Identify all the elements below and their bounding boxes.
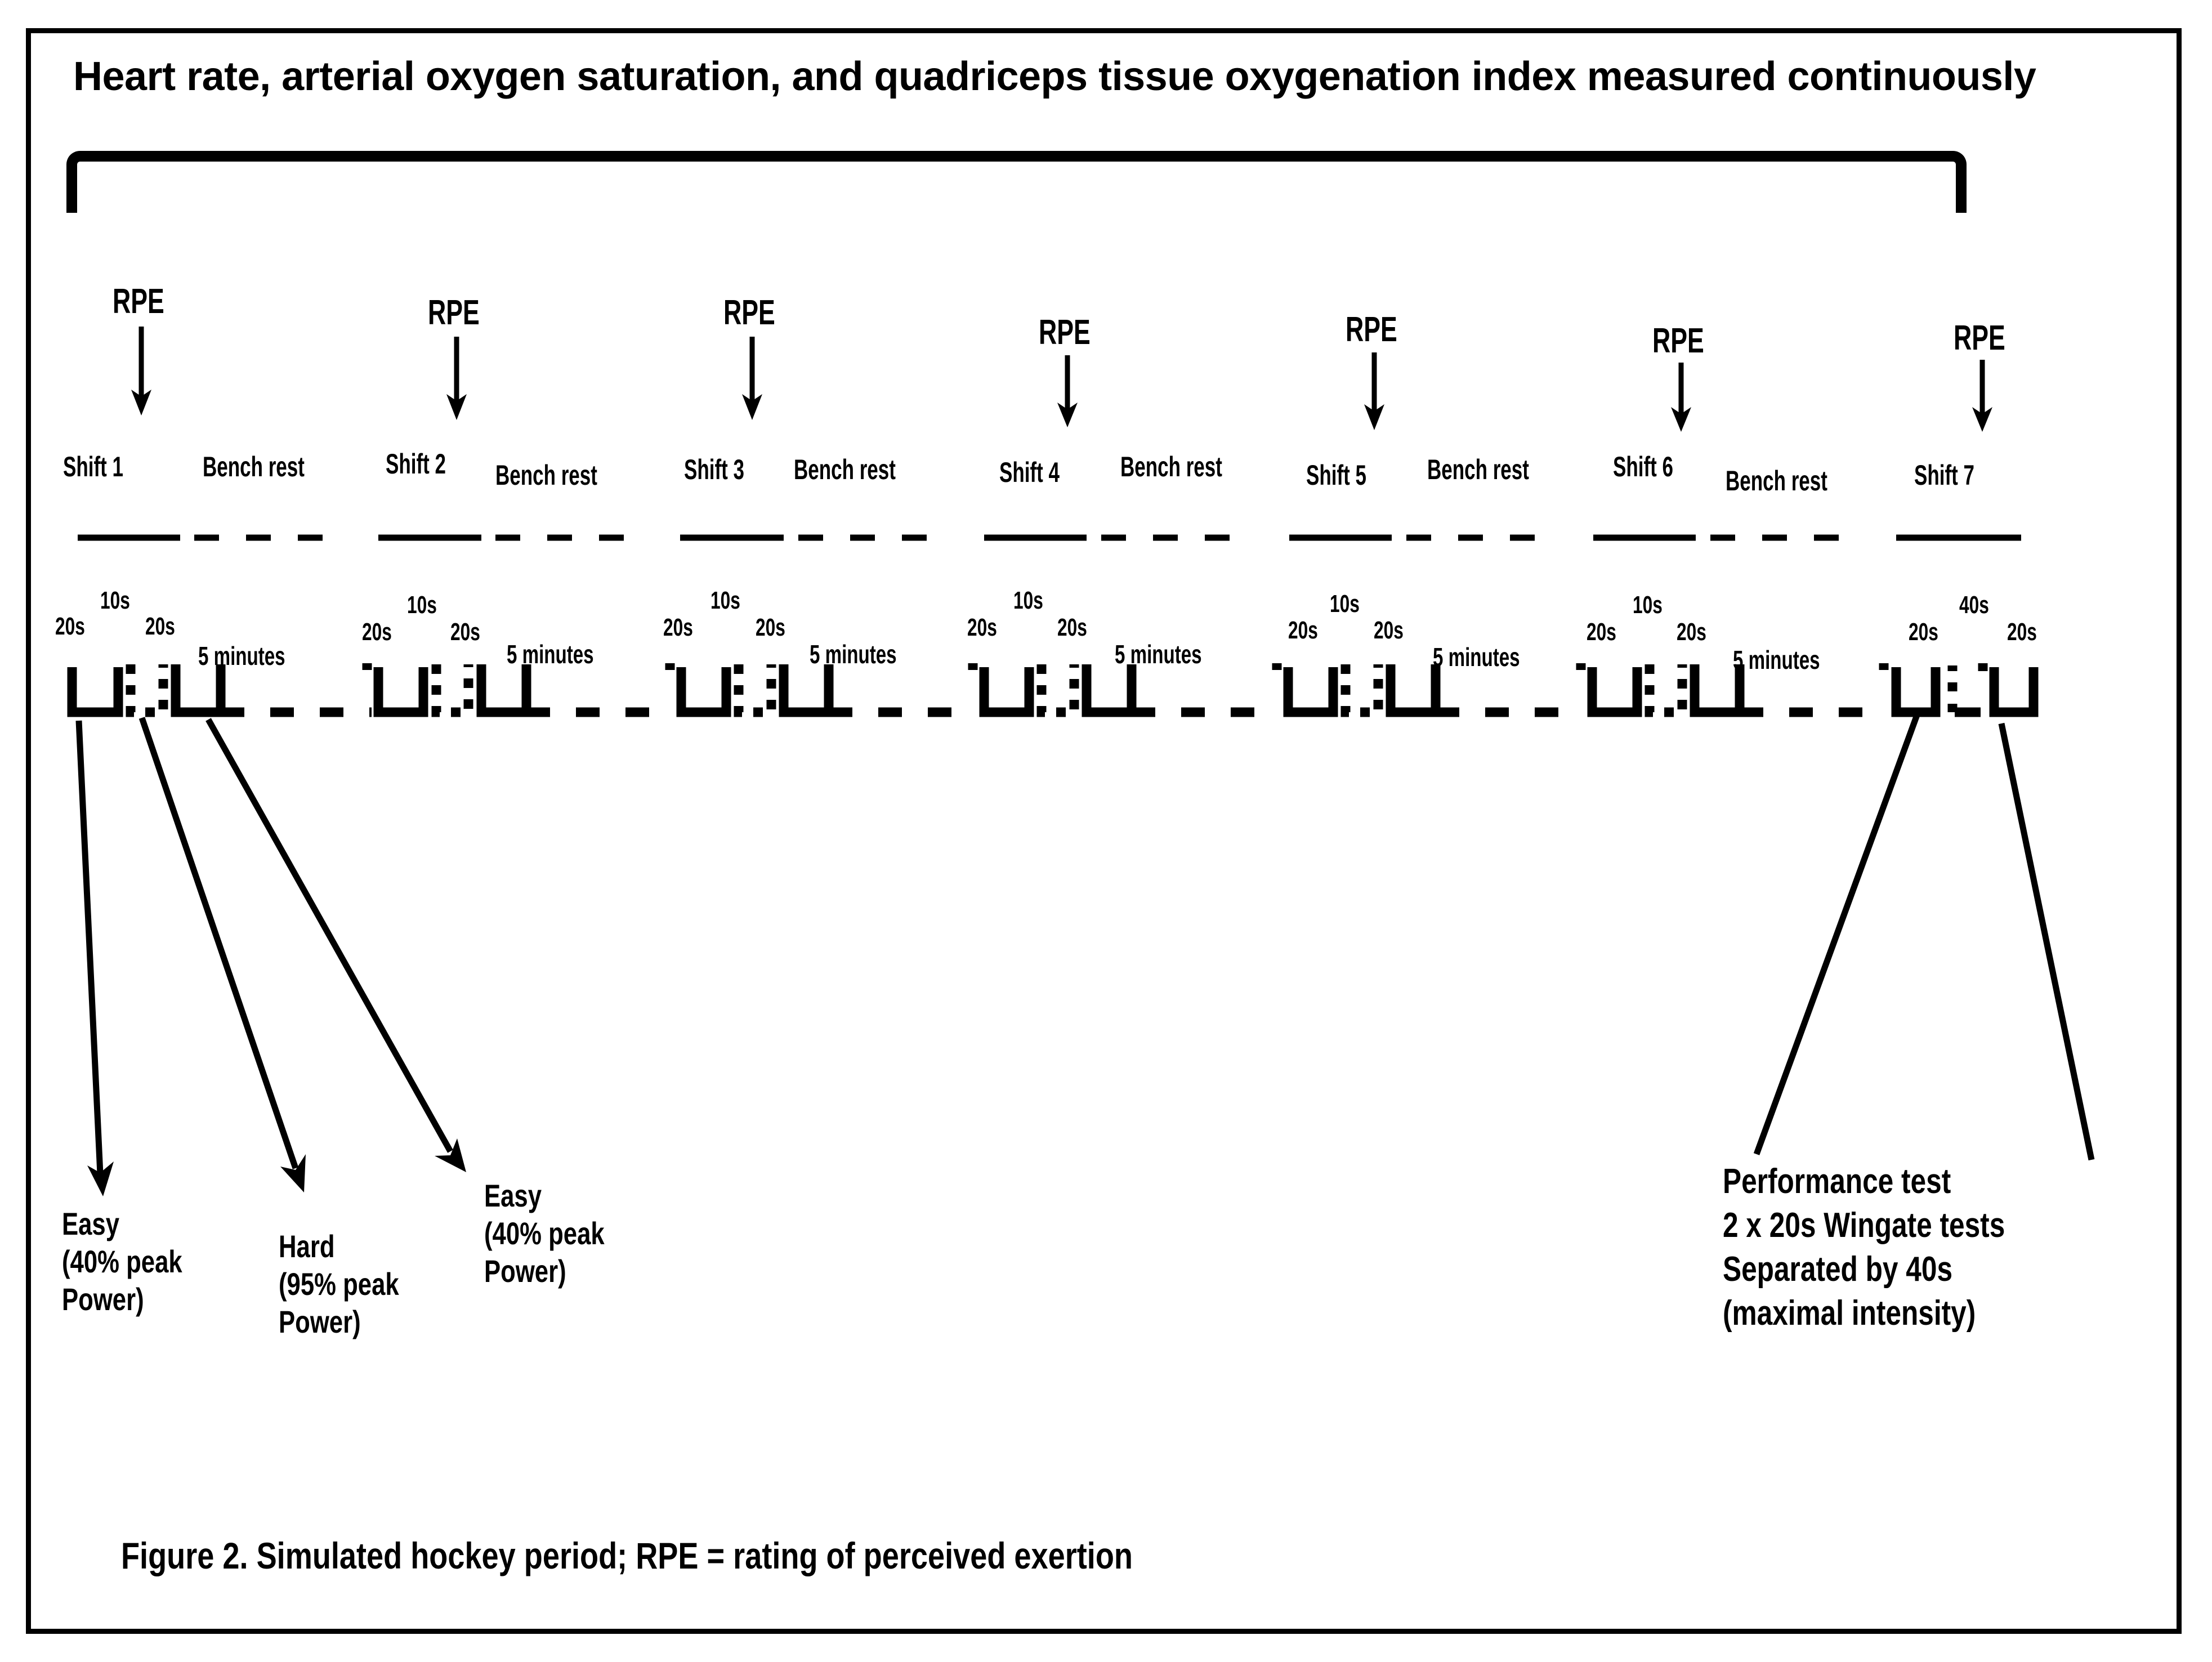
duration-label-10s: 10s (1330, 590, 1360, 618)
down-arrow-icon (1057, 355, 1078, 427)
page-title: Heart rate, arterial oxygen saturation, … (73, 54, 2036, 99)
annotation-easy-left: Easy (40% peak Power) (62, 1206, 182, 1317)
down-arrow-icon (742, 337, 762, 420)
duration-label-5-minutes: 5 minutes (507, 640, 594, 669)
duration-label-10s: 10s (1633, 591, 1663, 619)
phase-label-shift-5: Shift 5 (1306, 459, 1366, 491)
phase-label-shift-3: Shift 3 (684, 454, 744, 485)
duration-label-20s: 20s (1057, 614, 1087, 641)
annotation-easy-right: Easy (40% peak Power) (484, 1178, 605, 1289)
phase-label-shift-6: Shift 6 (1613, 451, 1673, 482)
duration-label-10s: 10s (1013, 587, 1043, 614)
down-arrow-icon (446, 337, 467, 420)
phase-label-bench-rest-3: Bench rest (794, 454, 896, 485)
phase-label-shift-2: Shift 2 (386, 448, 446, 480)
duration-label-20s: 20s (1374, 616, 1404, 644)
figure-border (26, 28, 2182, 1634)
measurement-span-bracket (66, 151, 1967, 213)
duration-label-20s: 20s (1909, 618, 1938, 646)
duration-label-20s: 20s (967, 614, 997, 641)
down-arrow-icon (131, 327, 151, 416)
annotation-hard-middle: Hard (95% peak Power) (279, 1228, 399, 1340)
phase-label-bench-rest-6: Bench rest (1726, 465, 1827, 497)
rpe-label: RPE (1954, 319, 2005, 358)
duration-label-5-minutes: 5 minutes (1115, 640, 1202, 669)
phase-label-bench-rest-2: Bench rest (495, 459, 597, 491)
duration-label-20s: 20s (756, 614, 785, 641)
duration-label-20s: 20s (145, 613, 175, 640)
rpe-label: RPE (723, 293, 775, 332)
rpe-label: RPE (1039, 313, 1091, 352)
down-arrow-icon (1972, 360, 1992, 432)
duration-label-5-minutes: 5 minutes (1733, 645, 1820, 674)
figure-caption: Figure 2. Simulated hockey period; RPE =… (121, 1535, 1133, 1576)
duration-label-20s: 20s (1587, 618, 1616, 646)
phase-label-shift-7: Shift 7 (1914, 459, 1974, 491)
duration-label-20s: 20s (1288, 616, 1318, 644)
duration-label-5-minutes: 5 minutes (1433, 642, 1520, 672)
rpe-label: RPE (1652, 321, 1704, 360)
rpe-label: RPE (1346, 310, 1397, 349)
duration-label-10s: 10s (100, 587, 130, 614)
duration-label-20s: 20s (450, 618, 480, 646)
duration-label-10s: 10s (407, 591, 437, 619)
phase-label-bench-rest-1: Bench rest (203, 451, 305, 482)
duration-label-20s: 20s (663, 614, 693, 641)
phase-label-shift-4: Shift 4 (999, 457, 1060, 488)
duration-label-20s: 20s (1677, 618, 1706, 646)
duration-label-10s: 10s (710, 587, 740, 614)
duration-label-40s: 40s (1959, 591, 1989, 619)
duration-label-20s: 20s (55, 613, 85, 640)
phase-label-bench-rest-5: Bench rest (1427, 454, 1529, 485)
duration-label-5-minutes: 5 minutes (198, 641, 285, 671)
rpe-label: RPE (113, 282, 164, 321)
duration-label-20s: 20s (2007, 618, 2037, 646)
duration-label-20s: 20s (362, 618, 392, 646)
duration-label-5-minutes: 5 minutes (810, 640, 897, 669)
rpe-label: RPE (428, 293, 480, 332)
down-arrow-icon (1364, 352, 1384, 430)
phase-label-bench-rest-4: Bench rest (1120, 451, 1222, 482)
down-arrow-icon (1671, 363, 1691, 432)
phase-label-shift-1: Shift 1 (63, 451, 123, 482)
annotation-performance-test: Performance test 2 x 20s Wingate tests S… (1723, 1162, 2005, 1333)
